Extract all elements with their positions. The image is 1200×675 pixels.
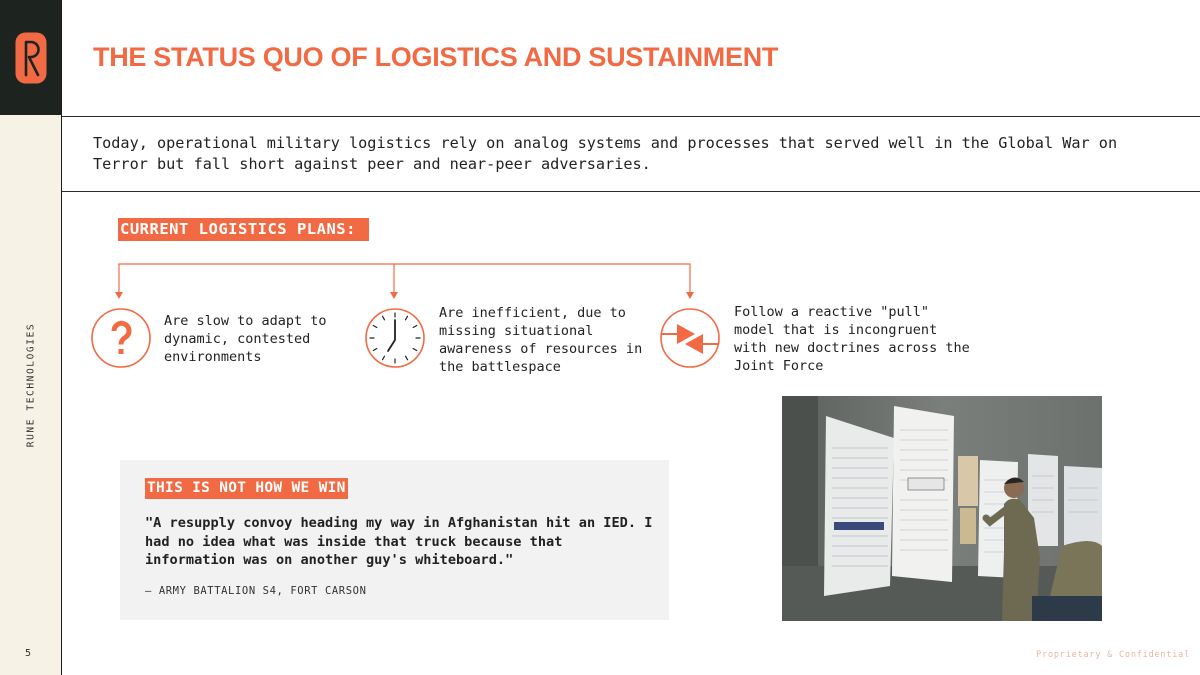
title-divider [62, 116, 1200, 117]
connector-lines [115, 263, 694, 299]
rune-r-logo-icon [15, 32, 46, 83]
plan-item-inefficient: Are inefficient, due to missing situatio… [439, 305, 643, 375]
pull-arrows-icon [660, 308, 720, 368]
plan-item-reactive: Follow a reactive "pull" model that is i… [734, 304, 970, 374]
confidential-footer: Proprietary & Confidential [1036, 650, 1190, 660]
quote-attribution: – ARMY BATTALION S4, FORT CARSON [145, 585, 367, 597]
logo [0, 0, 61, 115]
intro-text: Today, operational military logistics re… [93, 134, 1118, 173]
page-number: 5 [25, 648, 32, 659]
current-logistics-plans-label: CURRENT LOGISTICS PLANS: [118, 218, 369, 241]
brand-name-vertical: RUNE TECHNOLOGIES [25, 322, 37, 448]
page-title: THE STATUS QUO OF LOGISTICS AND SUSTAINM… [93, 42, 779, 72]
soldier-writing-on-whiteboard-photo [782, 396, 1102, 621]
sidebar: RUNE TECHNOLOGIES 5 [0, 0, 62, 675]
quote-label: THIS IS NOT HOW WE WIN [145, 478, 348, 499]
clock-icon [365, 308, 425, 368]
quote-text: "A resupply convoy heading my way in Afg… [145, 515, 653, 568]
question-mark-icon [91, 308, 151, 368]
quote-box: THIS IS NOT HOW WE WIN "A resupply convo… [120, 460, 669, 620]
plan-item-slow: Are slow to adapt to dynamic, contested … [164, 313, 327, 365]
intro-divider [62, 191, 1200, 192]
